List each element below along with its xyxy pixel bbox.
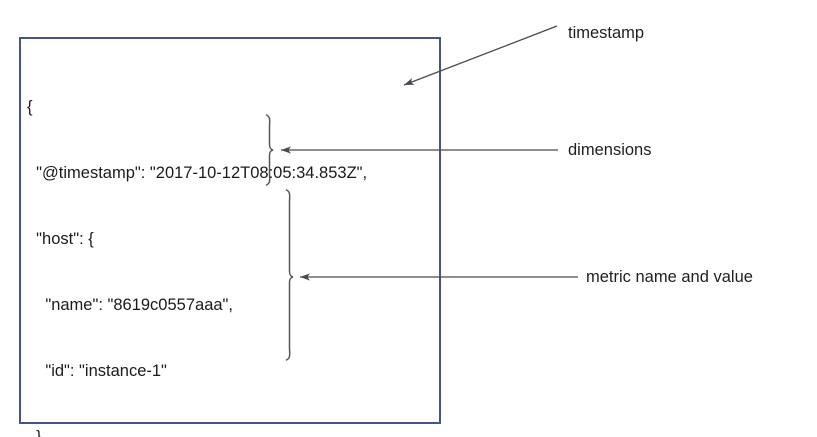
code-line: "name": "8619c0557aaa", <box>27 296 233 314</box>
json-code-block: { "@timestamp": "2017-10-12T08:05:34.853… <box>27 52 367 437</box>
code-line: "id": "instance-1" <box>27 362 167 380</box>
annotation-label-timestamp: timestamp <box>568 24 645 42</box>
annotation-label-metric: metric name and value <box>586 268 753 286</box>
code-line: "@timestamp": "2017-10-12T08:05:34.853Z"… <box>27 164 368 182</box>
annotation-label-dimensions: dimensions <box>568 141 652 159</box>
code-line: "host": { <box>27 230 94 248</box>
json-document-box <box>19 37 441 424</box>
code-line: }, <box>27 428 47 437</box>
code-line: { <box>27 98 33 116</box>
